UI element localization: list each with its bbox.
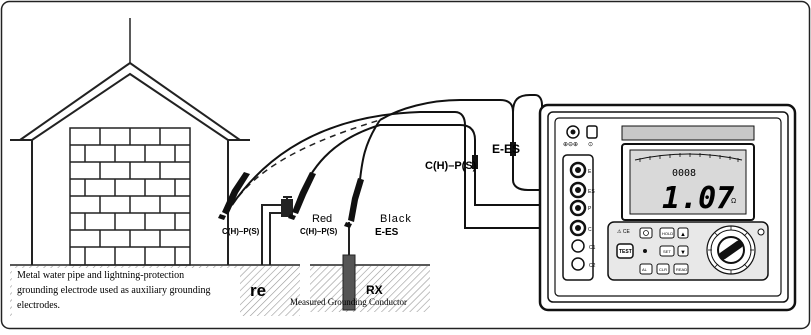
- set-button[interactable]: [659, 245, 675, 257]
- lcd-analog-scale: [634, 153, 743, 161]
- terminal-e-label: E: [588, 169, 592, 175]
- terminal-p-label: P: [588, 206, 592, 212]
- house: [10, 18, 250, 266]
- cable-es: [379, 99, 572, 191]
- terminal-c1-label: C1: [589, 245, 596, 251]
- screw-icon: [757, 228, 765, 236]
- terminal-c1[interactable]: [571, 239, 585, 253]
- clip-mid: [288, 172, 316, 220]
- up-button[interactable]: [677, 227, 689, 239]
- power-button[interactable]: [639, 227, 653, 239]
- caption-box: [12, 268, 240, 316]
- terminal-c2[interactable]: [571, 257, 585, 271]
- clr-button[interactable]: [656, 263, 670, 275]
- clip-black: [344, 178, 364, 228]
- measured-conductor-label: Measured Grounding Conductor: [290, 297, 407, 307]
- read-button[interactable]: [673, 263, 689, 275]
- hold-button[interactable]: [659, 227, 675, 239]
- svg-text:SET: SET: [663, 249, 671, 254]
- up-arrow-icon: ▲: [680, 232, 686, 238]
- svg-text:HOLD: HOLD: [662, 231, 673, 236]
- down-button[interactable]: [677, 245, 689, 257]
- connector-es: [510, 142, 516, 156]
- caption-line-1: Metal water pipe and lightning-protectio…: [17, 270, 184, 281]
- lcd-screen: [629, 149, 747, 215]
- cable-e: [512, 94, 572, 171]
- indicator-led: [643, 249, 647, 253]
- clip-mid-label: C(H)–P(S): [300, 227, 338, 236]
- terminal-es-label: ES: [588, 189, 595, 195]
- clip-left-label: C(H)–P(S): [222, 227, 260, 236]
- lcd-small-readout: 0008: [672, 168, 696, 179]
- clip-left: [218, 172, 250, 220]
- re-label: re: [250, 281, 266, 300]
- top-label-strip: [621, 125, 755, 141]
- top-icon-right: ⊙: [588, 142, 593, 148]
- dial-knob[interactable]: [718, 239, 744, 260]
- c-label: C(H)–P(S): [425, 160, 477, 172]
- lcd-big-readout: 1.07: [662, 181, 734, 216]
- terminals: E ES P C C1 C2: [569, 161, 596, 271]
- black-label: Black: [380, 213, 412, 225]
- terminal-panel: [562, 154, 594, 281]
- caption-line-3: electrodes.: [17, 300, 60, 311]
- svg-text:AL: AL: [642, 267, 648, 272]
- cable-c: [231, 111, 572, 229]
- lcd-scale-ticks: [639, 153, 739, 162]
- terminal-c2-label: C2: [589, 263, 596, 269]
- usb-port-icon: [586, 125, 598, 139]
- warning-icon: ⚠ CE: [617, 229, 630, 235]
- e-es-lower-label: E-ES: [375, 227, 399, 238]
- red-label: Red: [312, 213, 332, 225]
- svg-text:CLR: CLR: [659, 267, 667, 272]
- rx-label: RX: [366, 283, 383, 297]
- e-es-upper-label: E-ES: [492, 142, 520, 156]
- top-icon-left: ⊕⊖⊕: [563, 142, 578, 148]
- svg-text:READ: READ: [676, 267, 687, 272]
- caption-line-2: grounding electrode used as auxiliary gr…: [17, 285, 211, 296]
- al-button[interactable]: [639, 263, 653, 275]
- svg-text:TEST: TEST: [619, 249, 632, 255]
- down-arrow-icon: ▼: [680, 250, 686, 256]
- lcd-unit: Ω: [731, 198, 736, 205]
- earth-tester-meter: ⊕⊖⊕ ⊙ E ES P C C1 C2: [538, 103, 797, 312]
- rotary-dial[interactable]: [706, 225, 756, 275]
- terminal-c-label: C: [588, 227, 592, 233]
- water-pipe: [261, 196, 293, 265]
- connector-c: [472, 155, 478, 169]
- buttons: HOLD ▲ TEST SET ▼ AL CLR READ: [616, 227, 689, 275]
- ground-right: [310, 264, 430, 312]
- test-button[interactable]: [616, 243, 634, 259]
- brick-wall: [69, 127, 191, 266]
